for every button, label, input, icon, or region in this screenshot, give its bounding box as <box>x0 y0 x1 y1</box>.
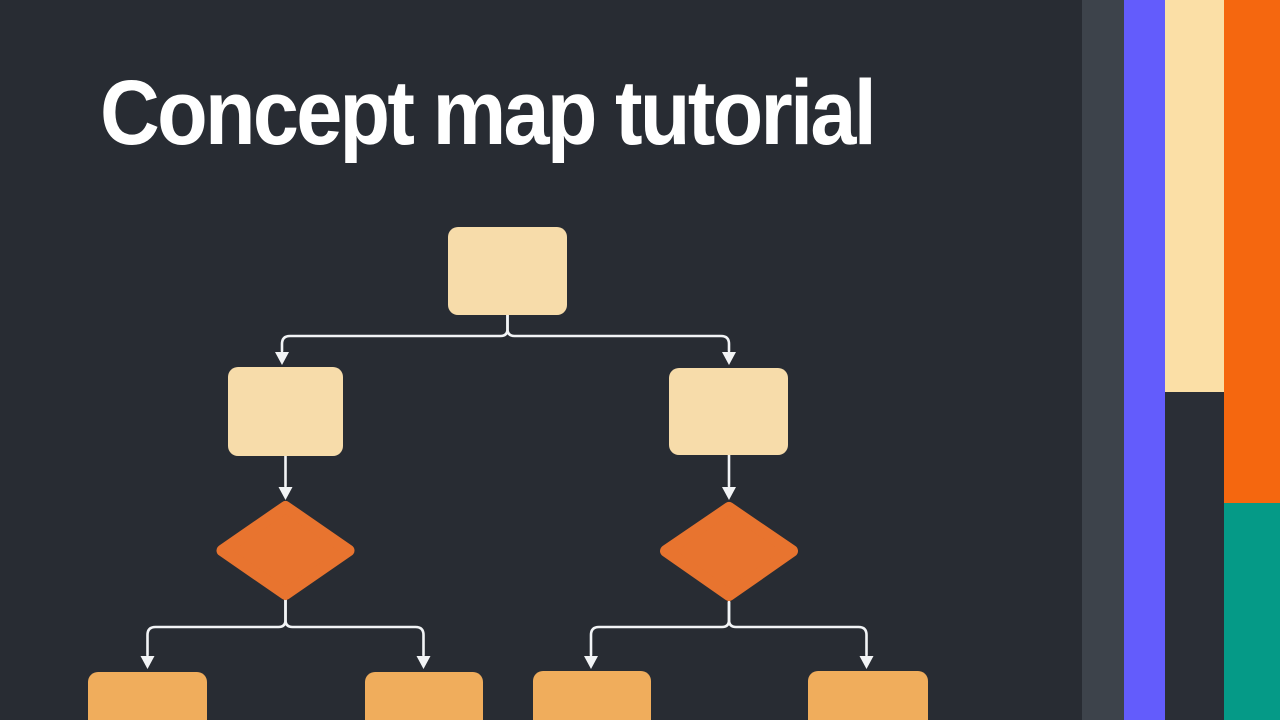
connector-right-decision-fork <box>584 600 874 669</box>
page-title: Concept map tutorial <box>100 62 877 164</box>
connector-arrowhead <box>722 352 736 365</box>
connector-line <box>589 600 731 657</box>
connector-arrowhead <box>275 352 289 365</box>
concept-node-leaf-1 <box>88 672 207 720</box>
concept-node-branch-right <box>669 368 788 455</box>
connector-arrowhead <box>416 656 431 669</box>
concept-node-leaf-3 <box>533 671 651 720</box>
connector-arrowhead <box>584 656 598 669</box>
connector-arrowhead <box>140 656 155 669</box>
side-stripe-orange-teal <box>1224 0 1280 720</box>
connector-arrowhead <box>722 487 736 500</box>
connector-root-fork <box>275 313 736 365</box>
decision-node-diamond-left <box>216 501 355 600</box>
connector-line <box>727 600 868 657</box>
decision-node-diamond-right <box>660 502 798 601</box>
connector-arrowhead <box>278 487 293 500</box>
connector-line <box>146 598 287 657</box>
concept-node-branch-left <box>228 367 343 456</box>
connector-line <box>280 313 509 353</box>
concept-node-leaf-4 <box>808 671 928 720</box>
concept-node-leaf-2 <box>365 672 483 720</box>
concept-node-root <box>448 227 567 315</box>
connector-line <box>284 598 425 657</box>
connector-branch-to-decision <box>278 453 736 500</box>
connector-arrowhead <box>859 656 874 669</box>
connector-line <box>506 313 731 353</box>
side-stripe-purple <box>1124 0 1165 720</box>
side-stripe-orange-segment <box>1224 0 1280 503</box>
connector-left-decision-fork <box>140 598 431 669</box>
side-stripe-cream-dark <box>1165 0 1224 720</box>
side-stripe-gray <box>1082 0 1124 720</box>
side-stripe-cream-segment <box>1165 0 1224 392</box>
